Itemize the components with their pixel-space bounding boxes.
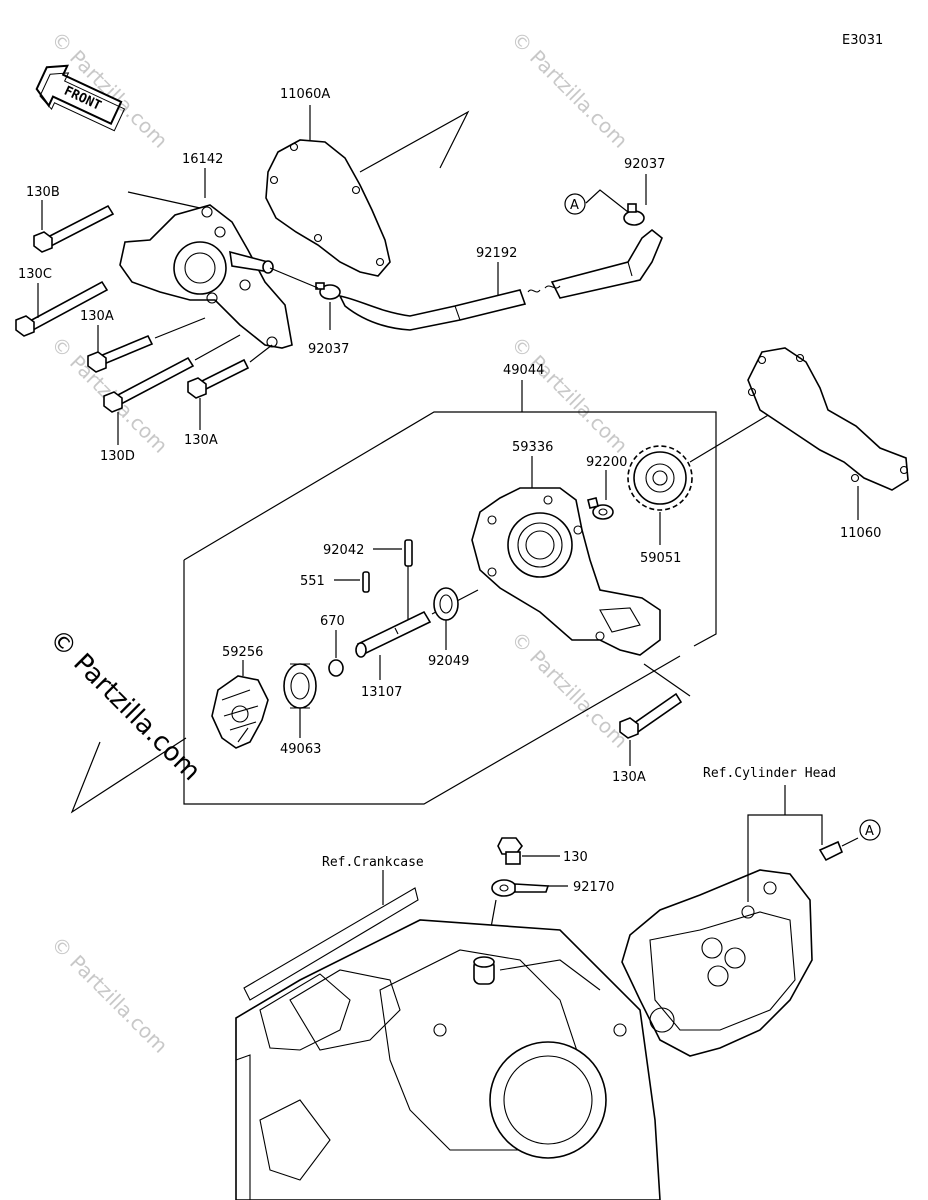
- bolt-130: [497, 837, 523, 865]
- gasket-11060A: [265, 139, 391, 277]
- kit-49044-bracket: [183, 411, 717, 647]
- part-label-92049: 92049: [428, 654, 469, 669]
- part-label-11060: 11060: [840, 526, 881, 541]
- bolt-130A-3: [619, 692, 683, 739]
- part-label-130B: 130B: [26, 185, 60, 200]
- mechanical-seal-49063: [283, 663, 317, 709]
- part-label-11060A: 11060A: [280, 87, 330, 102]
- watermark-text: © Partzilla.com: [506, 332, 632, 458]
- part-label-49063: 49063: [280, 742, 321, 757]
- reference-a-label: A: [570, 198, 579, 213]
- part-label-130A: 130A: [612, 770, 646, 785]
- part-label-92170: 92170: [573, 880, 614, 895]
- part-label-130D: 130D: [100, 449, 135, 464]
- reference-a-marker: [564, 193, 586, 215]
- reference-a-label: A: [865, 824, 874, 839]
- part-label-92037: 92037: [308, 342, 349, 357]
- crankcase-ref: [235, 887, 661, 1200]
- part-label-59256: 59256: [222, 645, 263, 660]
- part-label-92192: 92192: [476, 246, 517, 261]
- pin-92042: [404, 539, 413, 567]
- ref-crankcase-label: Ref.Crankcase: [322, 855, 424, 870]
- part-label-130: 130: [563, 850, 588, 865]
- clamp-92037-top: [623, 203, 645, 226]
- gear-59051: [627, 445, 693, 511]
- part-label-92042: 92042: [323, 543, 364, 558]
- pump-cover-16142: [119, 204, 293, 349]
- part-label-16142: 16142: [182, 152, 223, 167]
- clamp-92037-left: [315, 282, 341, 300]
- part-label-670: 670: [320, 614, 345, 629]
- diagram-code: E3031: [842, 33, 883, 48]
- part-label-59336: 59336: [512, 440, 553, 455]
- part-label-551: 551: [300, 574, 325, 589]
- bolt-130A-1: [87, 334, 154, 373]
- front-arrow-icon: FRONT: [35, 64, 126, 132]
- gasket-11060: [747, 347, 909, 491]
- reference-a-marker: [859, 819, 881, 841]
- shaft-13107: [355, 610, 432, 658]
- washer-92170: [491, 879, 550, 897]
- bolt-130A-2: [187, 358, 250, 399]
- watermark-main: © Partzilla.com: [43, 624, 206, 787]
- pin-551: [362, 571, 370, 593]
- part-label-92200: 92200: [586, 455, 627, 470]
- hose-92192: [338, 228, 663, 331]
- part-label-130A: 130A: [80, 309, 114, 324]
- watermark-text: © Partzilla.com: [506, 27, 632, 153]
- ref-cylinder-head-label: Ref.Cylinder Head: [703, 766, 836, 781]
- watermark-text: © Partzilla.com: [46, 932, 172, 1058]
- pump-body-59336: [471, 487, 661, 656]
- bolt-130B: [33, 204, 115, 253]
- o-ring-670: [328, 659, 344, 677]
- part-label-130C: 130C: [18, 267, 52, 282]
- part-label-49044: 49044: [503, 363, 544, 378]
- washer-92200: [587, 497, 614, 520]
- part-label-59051: 59051: [640, 551, 681, 566]
- seal-92049: [433, 587, 459, 621]
- bolt-130D: [103, 356, 195, 413]
- part-labels: 11060A 16142 130B 130C 130A 130D 130A 92…: [18, 87, 881, 895]
- part-label-130A: 130A: [184, 433, 218, 448]
- part-label-92037: 92037: [624, 157, 665, 172]
- part-label-13107: 13107: [361, 685, 402, 700]
- impeller-59256: [211, 675, 269, 749]
- cylinder-head-ref: [621, 840, 844, 1057]
- bolt-130C: [15, 280, 109, 337]
